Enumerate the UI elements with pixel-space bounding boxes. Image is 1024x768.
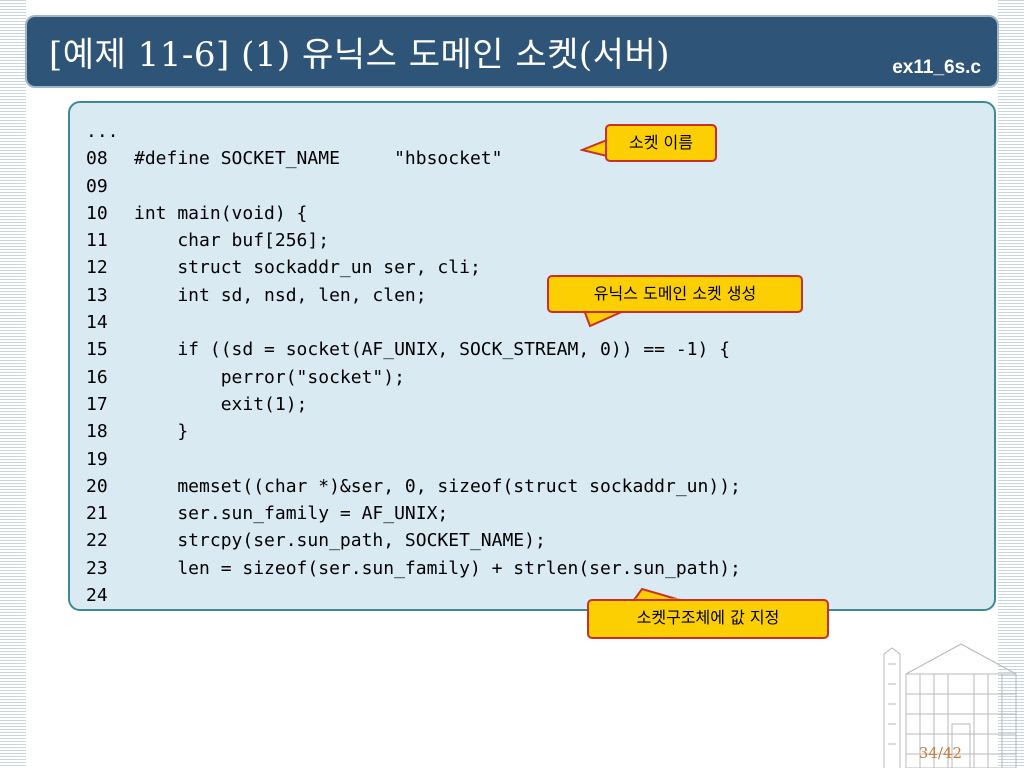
line-code: ser.sun_family = AF_UNIX;	[134, 503, 449, 525]
line-number: 09	[86, 175, 108, 197]
line-number: 20	[86, 475, 108, 497]
code-line: 14	[86, 309, 741, 336]
code-line: 15 if ((sd = socket(AF_UNIX, SOCK_STREAM…	[86, 336, 741, 363]
code-line: 22 strcpy(ser.sun_path, SOCKET_NAME);	[86, 527, 741, 554]
callout-socket-name: 소켓 이름	[605, 124, 717, 162]
line-number: 16	[86, 366, 108, 388]
line-number: 12	[86, 257, 108, 279]
line-code: strcpy(ser.sun_path, SOCKET_NAME);	[134, 530, 546, 552]
line-code: char buf[256];	[134, 230, 330, 252]
callout-set-struct: 소켓구조체에 값 지정	[587, 599, 829, 639]
code-line: 09	[86, 173, 741, 200]
left-stripe-decoration	[0, 0, 26, 768]
code-line: ...	[86, 118, 741, 145]
line-number: 24	[86, 585, 108, 607]
code-line: 24	[86, 582, 741, 609]
line-code: perror("socket");	[134, 366, 405, 388]
building-illustration-icon	[883, 643, 1017, 768]
page-number: 34/42	[918, 744, 962, 762]
line-number: 22	[86, 530, 108, 552]
code-line: 19	[86, 446, 741, 473]
callout-create-socket: 유닉스 도메인 소켓 생성	[547, 275, 803, 313]
line-code: int main(void) {	[134, 202, 308, 224]
code-line: 12 struct sockaddr_un ser, cli;	[86, 254, 741, 281]
line-number: 19	[86, 448, 108, 470]
slide-title: [예제 11-6] (1) 유닉스 도메인 소켓(서버)	[49, 35, 671, 75]
code-line: 10 int main(void) {	[86, 200, 741, 227]
line-number: 13	[86, 284, 108, 306]
line-number: 14	[86, 312, 108, 334]
line-code: }	[134, 421, 189, 443]
file-name-label: ex11_6s.c	[892, 57, 981, 78]
line-number: 21	[86, 503, 108, 525]
line-code: if ((sd = socket(AF_UNIX, SOCK_STREAM, 0…	[134, 339, 731, 361]
line-number: 08	[86, 148, 108, 170]
line-code: memset((char *)&ser, 0, sizeof(struct so…	[134, 475, 741, 497]
code-line: 20 memset((char *)&ser, 0, sizeof(struct…	[86, 473, 741, 500]
right-stripe-decoration	[998, 0, 1024, 768]
line-number: 10	[86, 202, 108, 224]
code-line: 21 ser.sun_family = AF_UNIX;	[86, 500, 741, 527]
line-code: int sd, nsd, len, clen;	[134, 284, 427, 306]
line-code: exit(1);	[134, 393, 308, 415]
line-code: struct sockaddr_un ser, cli;	[134, 257, 481, 279]
code-line: 13 int sd, nsd, len, clen;	[86, 282, 741, 309]
line-code: len = sizeof(ser.sun_family) + strlen(se…	[134, 557, 741, 579]
line-number: 23	[86, 557, 108, 579]
code-line: 08 #define SOCKET_NAME "hbsocket"	[86, 145, 741, 172]
line-code: #define SOCKET_NAME "hbsocket"	[134, 148, 503, 170]
title-bar: [예제 11-6] (1) 유닉스 도메인 소켓(서버) ex11_6s.c	[27, 17, 997, 86]
line-number: ...	[86, 121, 119, 142]
line-number: 15	[86, 339, 108, 361]
code-line: 18 }	[86, 418, 741, 445]
code-line: 23 len = sizeof(ser.sun_family) + strlen…	[86, 555, 741, 582]
line-number: 18	[86, 421, 108, 443]
code-line: 16 perror("socket");	[86, 364, 741, 391]
code-listing-box: ... 08 #define SOCKET_NAME "hbsocket" 09 10 i…	[68, 101, 996, 611]
line-number: 17	[86, 393, 108, 415]
code-lines: ... 08 #define SOCKET_NAME "hbsocket" 09 10 i…	[86, 118, 741, 609]
code-line: 11 char buf[256];	[86, 227, 741, 254]
code-line: 17 exit(1);	[86, 391, 741, 418]
line-number: 11	[86, 230, 108, 252]
